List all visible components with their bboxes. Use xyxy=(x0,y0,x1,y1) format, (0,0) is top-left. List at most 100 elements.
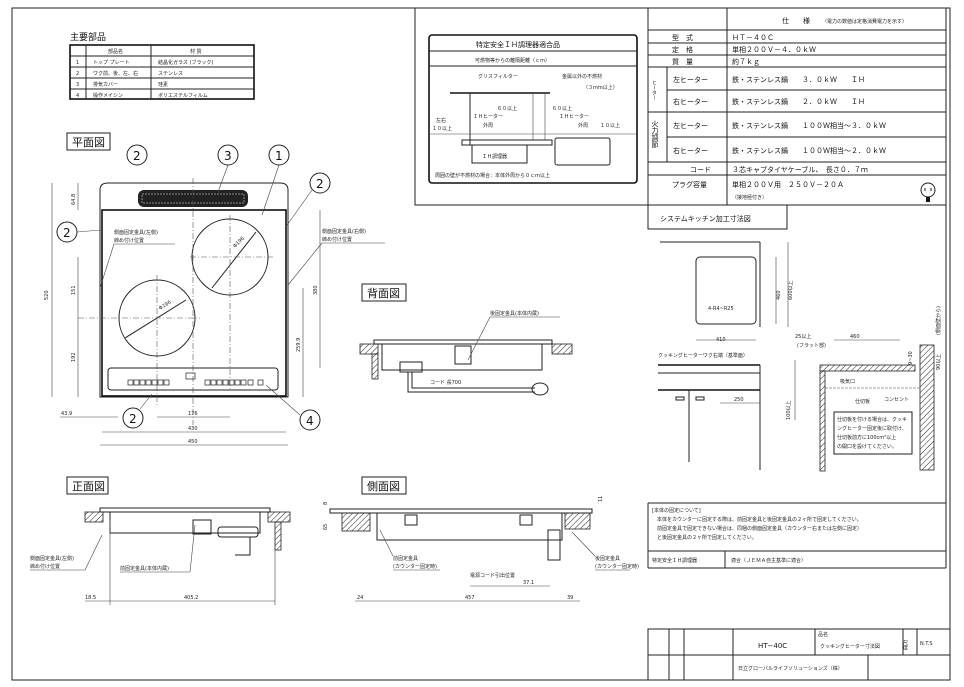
kitchen-view-label: システムキッチン加工寸法図 xyxy=(660,214,751,223)
back-view: 背面図 コード 長700 後固定金具(本体内蔵) xyxy=(359,283,573,396)
spec-value-model: ＨＴ－４０Ｃ xyxy=(732,34,774,42)
ih-safety-diagram: 特定安全ＩＨ調理器適合品 可燃物等からの離隔距離（ｃｍ） グリスフィルター 金属… xyxy=(414,7,649,206)
parts-table: 主要部品 部品名 材 質 1 トップ プレート 結晶化ガラス (ブラック) 2 … xyxy=(69,31,255,100)
callout-2: 2 xyxy=(63,226,71,240)
dim-250: 250 xyxy=(734,397,744,403)
dim-24: 24 xyxy=(357,595,363,601)
spec-title: 仕 様 xyxy=(782,16,810,25)
spec-label-mass: 質 量 xyxy=(672,57,693,66)
right-edge-label: クッキングヒーターワク右端（基準面） xyxy=(658,352,748,359)
callout-2: 2 xyxy=(129,412,137,426)
dim-39: 39 xyxy=(567,595,573,601)
compliance-label: 特定安全ＩＨ調理器 xyxy=(652,557,697,564)
clearance-60-a: ６０以上 xyxy=(497,105,517,112)
spec-heater-group: ヒーター xyxy=(651,80,657,100)
spec-value-left-heater: 鉄・ステンレス鍋 ３．０ｋＷ ＩＨ xyxy=(732,75,865,84)
spec-label-plug: プラグ容量 xyxy=(672,180,707,189)
dim-405-2: 405.2 xyxy=(184,595,198,601)
partition-note-box xyxy=(833,411,913,455)
fixing-note-line: と後固定金具の２ヶ所で固定してください。 xyxy=(657,534,757,541)
spec-value-right-heater: 鉄・ステンレス鍋 ２．０ｋＷ ＩＨ xyxy=(732,97,865,106)
dim-380: 380 xyxy=(313,285,319,295)
left-right-10: １０以上 xyxy=(432,125,452,132)
top-plate xyxy=(101,209,287,397)
drawing-name: クッキングヒーター寸法図 xyxy=(820,643,880,650)
flat-label: (フラット部) xyxy=(797,342,826,349)
plug-face-icon xyxy=(920,182,936,202)
dim-259: 259.9 xyxy=(296,338,302,352)
ih-outer-label: 外周 xyxy=(483,122,493,129)
callout-4: 4 xyxy=(306,414,314,428)
dim-65: 65 xyxy=(323,524,329,530)
side-view-label: 側面図 xyxy=(367,480,400,493)
cooktop-outline xyxy=(99,182,289,398)
company-name: 日立グローバルライフソリューションズ（株） xyxy=(738,665,843,672)
callout-3: 3 xyxy=(224,149,232,163)
fixing-note: [本体の固定について] 本体をカウンターに固定する際は、前固定金具と後固定金具の… xyxy=(647,502,947,569)
partition-note-line: ングヒーター固定後に取付け、 xyxy=(837,425,907,432)
left-right-label: 左右 xyxy=(436,117,446,124)
spec-title-note: （電力の数値は定格消費電力を示す） xyxy=(822,18,907,25)
dim-460-h: 460 xyxy=(776,290,782,300)
plan-view-label: 平面図 xyxy=(72,136,105,149)
rear-fix-label: 後固定金具(本体内蔵) xyxy=(490,310,539,317)
back-view-label: 背面図 xyxy=(367,286,400,300)
parts-header-material: 材 質 xyxy=(190,48,202,55)
dim-37-1: 37.1 xyxy=(523,580,534,586)
cord-position-label: 電源コード引出位置 xyxy=(470,572,515,579)
front-fix-label: 前固定金具(本体内蔵) xyxy=(120,565,169,572)
plan-view: 平面図 Φ196 Φ196 2 3 1 2 2 2 4 xyxy=(44,132,385,446)
safety-wall-note: 周囲の壁が不燃材の場合：本体外周から０ｃｍ以上 xyxy=(435,172,550,179)
front-view: 正面図 側面固定金具(左側) 締め付け位置 前固定金具(本体内蔵) 18.5 4… xyxy=(30,476,291,605)
side-view: 側面図 65 8 11 前固定金具 (カウンター固定時) 後固定金具 (カウンタ… xyxy=(323,476,639,602)
dim-457: 457 xyxy=(465,595,475,601)
dim-9-30: 9~30 xyxy=(908,351,914,365)
ih-device-label: ＩＨ調理器 xyxy=(482,153,507,160)
front-view-label: 正面図 xyxy=(72,480,105,493)
plug-icon xyxy=(531,382,549,396)
spec-table: 仕 様 （電力の数値は定格消費電力を示す） 型 式 ＨＴ－４０Ｃ 定 格 単相２… xyxy=(647,7,947,206)
kitchen-cutout-view: システムキッチン加工寸法図 4-R4~R25 410 460 600以上 クッキ… xyxy=(647,204,947,503)
spec-label-right-power: 右ヒーター xyxy=(673,146,708,155)
side-front-fix-label: 前固定金具 xyxy=(393,555,418,562)
partition-note-line: 仕切板を付ける場合は、クッキ xyxy=(837,416,907,423)
fixing-note-line: 本体をカウンターに固定する際は、前固定金具と後固定金具の２ヶ所で固定してください… xyxy=(657,516,862,523)
dim-520: 520 xyxy=(44,290,50,300)
partition-label: 仕切板 xyxy=(855,398,870,405)
dim-43: 43.9 xyxy=(61,411,72,417)
safety-title: 特定安全ＩＨ調理器適合品 xyxy=(476,40,560,49)
grease-filter-label: グリスフィルター xyxy=(478,73,518,80)
front-left-fix-label: 側面固定金具(左側) xyxy=(30,555,74,562)
ih-outer-label: 外周 xyxy=(578,122,588,129)
dim-100: 100以上 xyxy=(785,400,792,420)
side-rear-fix-label: (カウンター固定時) xyxy=(595,563,639,570)
left-fix-label: 締め付け位置 xyxy=(114,237,144,244)
spec-value-right-power: 鉄・ステンレス鍋 １００Ｗ相当～２．０ｋＷ xyxy=(732,146,886,155)
parts-row-material: ステンレス xyxy=(158,71,183,77)
dim-64: 64.8 xyxy=(71,194,77,205)
spec-label-rating: 定 格 xyxy=(672,45,693,54)
callout-1: 1 xyxy=(275,149,283,163)
dim-18-5: 18.5 xyxy=(85,595,96,601)
partition-note-line: の開口を設けてください。 xyxy=(837,443,897,450)
scale-value: N.T.S xyxy=(920,641,933,647)
dim-450: 450 xyxy=(188,439,198,445)
compliance-value: 適合（ＪＥＭＡ自主基準に適合） xyxy=(731,557,806,564)
dim-192: 192 xyxy=(71,352,77,362)
cord-length-label: コード 長700 xyxy=(430,380,461,386)
title-block: HT−40C 品名 クッキングヒーター寸法図 尺度 N.T.S 日立グローバルラ… xyxy=(647,628,951,681)
control-panel xyxy=(107,367,279,391)
spec-value-plug: 単相２００Ｖ用 ２５０Ｖ－２０Ａ xyxy=(732,180,844,189)
parts-title: 主要部品 xyxy=(70,31,106,43)
spec-label-cord: コード xyxy=(690,166,711,174)
front-left-fix-label: 締め付け位置 xyxy=(30,563,60,570)
spec-label-model: 型 式 xyxy=(672,33,693,42)
corner-radius-label: 4-R4~R25 xyxy=(708,306,734,312)
control-buttons xyxy=(127,372,264,386)
partition-note-line: 仕切板前方に100cm²以上 xyxy=(837,434,896,441)
parts-row-no: 4 xyxy=(76,93,79,99)
dim-8: 8 xyxy=(323,502,329,505)
parts-row-no: 3 xyxy=(76,82,79,88)
left-fix-label: 側面固定金具(左側) xyxy=(114,229,158,236)
